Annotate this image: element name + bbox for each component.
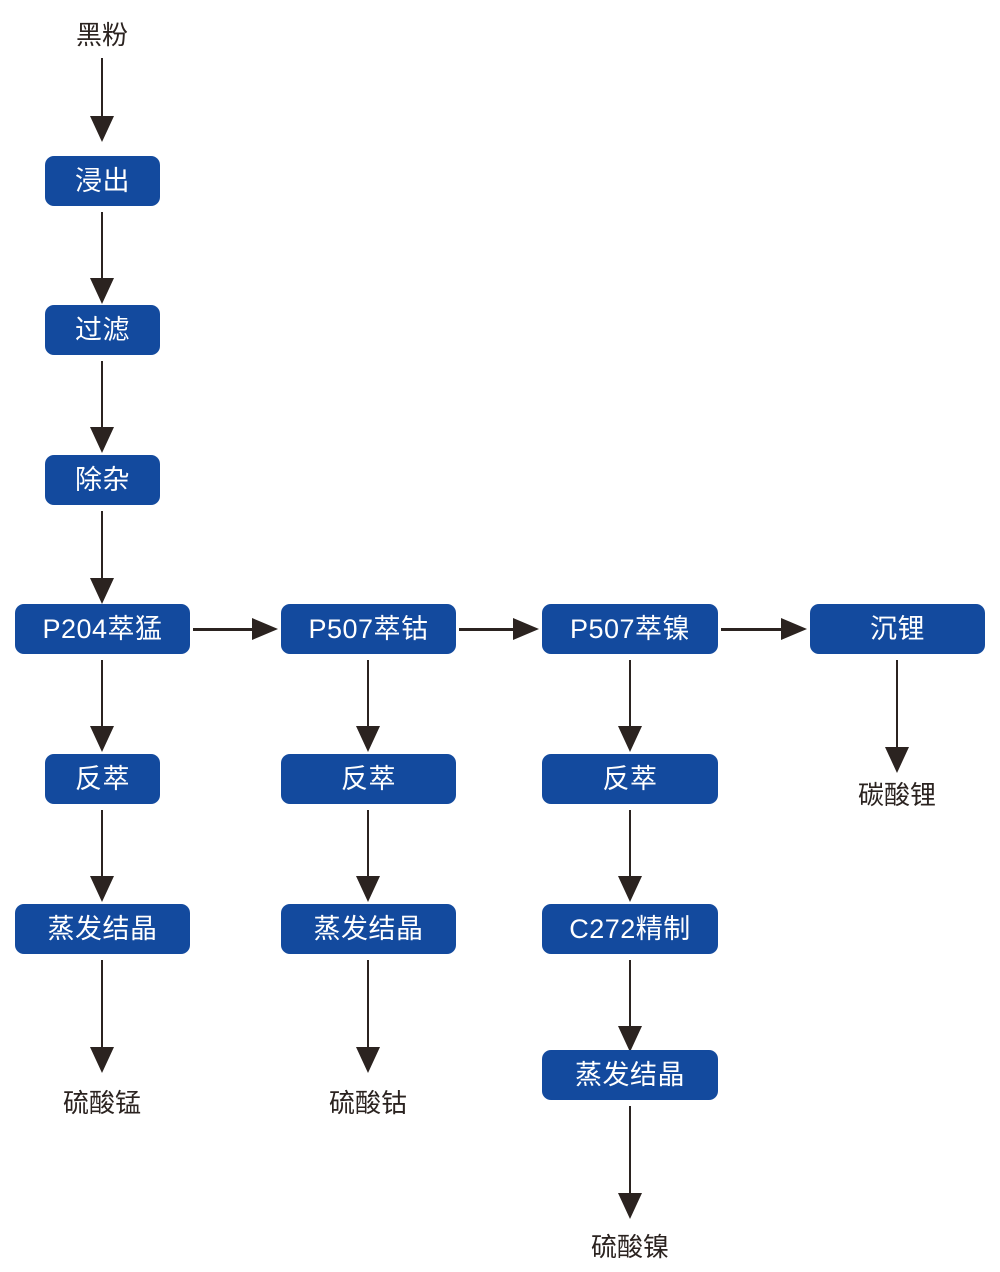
arrow-p507-cobalt-to-stripping-co xyxy=(356,660,380,752)
node-stripping-manganese[interactable]: 反萃 xyxy=(45,754,160,804)
label-product-lithium-carbonate: 碳酸锂 xyxy=(857,780,936,810)
node-impurity-removal[interactable]: 除杂 xyxy=(45,455,160,505)
arrow-stripping-ni-to-c272 xyxy=(618,810,642,902)
node-p507-nickel-extraction[interactable]: P507萃镍 xyxy=(542,604,718,654)
node-stripping-cobalt[interactable]: 反萃 xyxy=(281,754,456,804)
label-product-manganese-sulfate: 硫酸锰 xyxy=(62,1088,141,1118)
arrow-p204-to-p507-cobalt xyxy=(193,618,278,640)
node-filtration[interactable]: 过滤 xyxy=(45,305,160,355)
arrow-p204-to-stripping-mn xyxy=(90,660,114,752)
arrow-feed-to-leaching xyxy=(90,58,114,142)
node-c272-refining[interactable]: C272精制 xyxy=(542,904,718,954)
arrow-impurity-removal-to-p204 xyxy=(90,511,114,604)
node-evaporation-crystallization-nickel[interactable]: 蒸发结晶 xyxy=(542,1050,718,1100)
arrow-p507-nickel-to-stripping-ni xyxy=(618,660,642,752)
node-evaporation-crystallization-cobalt[interactable]: 蒸发结晶 xyxy=(281,904,456,954)
node-lithium-precipitation[interactable]: 沉锂 xyxy=(810,604,985,654)
arrow-evaporation-ni-to-product xyxy=(618,1106,642,1219)
node-p204-manganese-extraction[interactable]: P204萃猛 xyxy=(15,604,190,654)
label-feed-black-powder: 黑粉 xyxy=(75,20,128,50)
arrow-stripping-mn-to-evaporation xyxy=(90,810,114,902)
label-product-nickel-sulfate: 硫酸镍 xyxy=(590,1232,669,1262)
node-evaporation-crystallization-manganese[interactable]: 蒸发结晶 xyxy=(15,904,190,954)
node-p507-cobalt-extraction[interactable]: P507萃钴 xyxy=(281,604,456,654)
arrow-p507-cobalt-to-p507-nickel xyxy=(459,618,539,640)
arrow-evaporation-co-to-product xyxy=(356,960,380,1073)
arrow-evaporation-mn-to-product xyxy=(90,960,114,1073)
node-leaching[interactable]: 浸出 xyxy=(45,156,160,206)
arrow-p507-nickel-to-lithium-precipitation xyxy=(721,618,807,640)
arrow-c272-to-evaporation-ni xyxy=(618,960,642,1052)
arrow-lithium-precipitation-to-product xyxy=(885,660,909,773)
arrow-stripping-co-to-evaporation xyxy=(356,810,380,902)
node-stripping-nickel[interactable]: 反萃 xyxy=(542,754,718,804)
arrow-leaching-to-filtration xyxy=(90,212,114,304)
label-product-cobalt-sulfate: 硫酸钴 xyxy=(328,1088,407,1118)
arrow-filtration-to-impurity-removal xyxy=(90,361,114,453)
